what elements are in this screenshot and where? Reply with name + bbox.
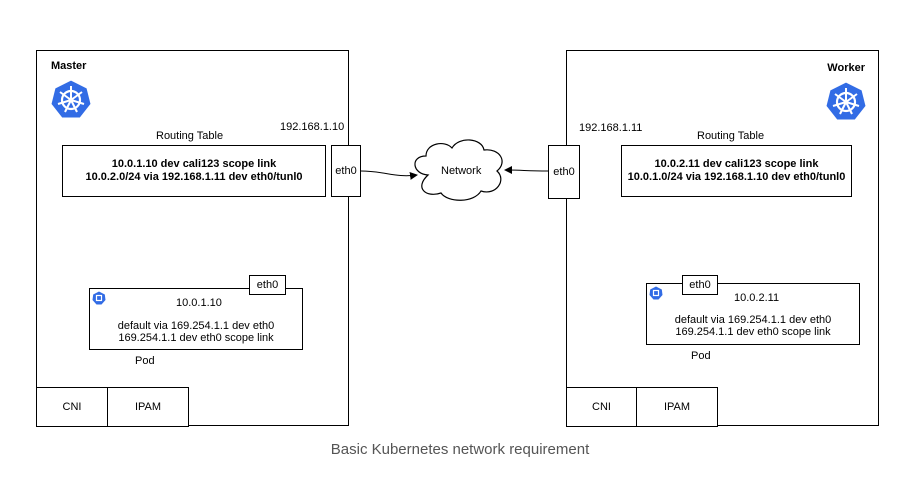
master-pod-route-2: 169.254.1.1 dev eth0 scope link [118,332,274,344]
kubernetes-helm-icon [50,79,92,119]
kubernetes-pod-icon [92,291,106,305]
master-routing-title: Routing Table [156,130,224,142]
master-ipam: IPAM [107,387,189,427]
worker-route-1: 10.0.2.11 dev cali123 scope link [654,158,819,170]
master-pod: 10.0.1.10 default via 169.254.1.1 dev et… [89,288,303,350]
worker-pod-route-1: default via 169.254.1.1 dev eth0 [674,314,832,326]
master-route-2: 10.0.2.0/24 via 192.168.1.11 dev eth0/tu… [85,171,303,183]
master-route-1: 10.0.1.10 dev cali123 scope link [111,158,277,170]
master-cni: CNI [36,387,108,427]
master-pod-label: Pod [135,355,155,367]
master-pod-ip: 10.0.1.10 [176,297,222,309]
figure-caption: Basic Kubernetes network requirement [330,441,590,458]
worker-pod-eth0: eth0 [682,275,718,295]
network-label: Network [441,165,482,177]
worker-pod: 10.0.2.11 default via 169.254.1.1 dev et… [646,283,860,345]
master-to-network-link [360,170,418,180]
master-routing-table: 10.0.1.10 dev cali123 scope link 10.0.2.… [62,145,326,197]
worker-eth0: eth0 [548,145,580,199]
worker-routing-table: 10.0.2.11 dev cali123 scope link 10.0.1.… [621,145,852,197]
worker-pod-ip: 10.0.2.11 [734,292,780,304]
worker-ipam: IPAM [636,387,718,427]
kubernetes-pod-icon [649,286,663,300]
worker-ip: 192.168.1.11 [579,122,643,134]
master-node: Master Routing Table 10.0.1.10 dev cali1… [36,50,349,427]
worker-pod-route-2: 169.254.1.1 dev eth0 scope link [675,326,831,338]
worker-pod-label: Pod [691,350,711,362]
worker-node: Worker 192.168.1.11 Routing Table 10.0.2… [566,50,879,427]
worker-route-2: 10.0.1.0/24 via 192.168.1.10 dev eth0/tu… [627,171,846,183]
master-title: Master [51,60,87,72]
kubernetes-helm-icon [825,81,867,121]
master-pod-eth0: eth0 [249,275,286,295]
network-cloud-icon [414,139,503,201]
master-pod-route-1: default via 169.254.1.1 dev eth0 [117,320,275,332]
worker-title: Worker [827,62,865,74]
worker-to-network-link [504,166,549,175]
worker-cni: CNI [566,387,637,427]
worker-routing-title: Routing Table [697,130,765,142]
master-ip: 192.168.1.10 [280,121,345,133]
master-eth0: eth0 [331,145,361,197]
